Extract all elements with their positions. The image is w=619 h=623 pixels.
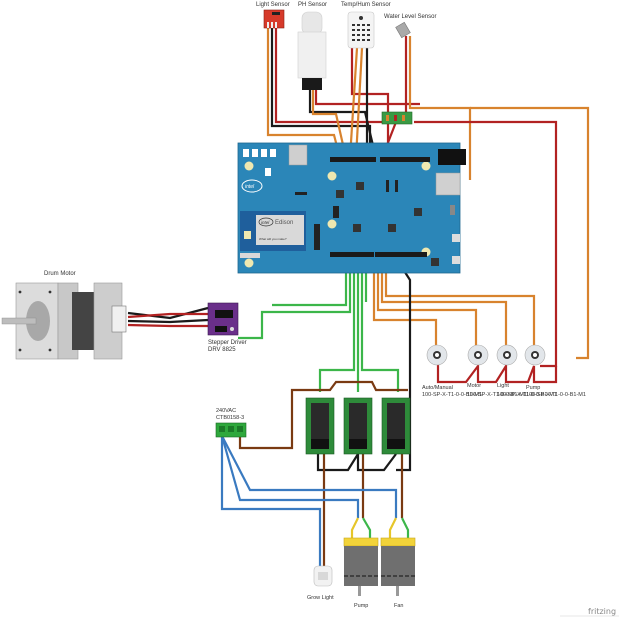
light-sensor-label: Light Sensor bbox=[256, 2, 290, 8]
drum-motor: Drum Motor bbox=[1, 271, 127, 360]
switch-part-auto-manual: 100-SP-X-T1-0-0-B1-M1 bbox=[422, 392, 482, 398]
wire-red-long bbox=[414, 120, 558, 368]
intel-edison-board: intel intel Edison What will you make? bbox=[237, 142, 466, 274]
wire-ph-red bbox=[314, 88, 420, 106]
switch-label-light: Light bbox=[497, 383, 509, 389]
wire-fan-green bbox=[401, 517, 410, 538]
wire-blue-pump bbox=[220, 435, 360, 518]
terminal-block-label-2: CTB0158-3 bbox=[216, 415, 244, 421]
switch-part-motor: 100-SP-X-T1-0-0-B1-M1 bbox=[467, 392, 527, 398]
wire-blue-growlight bbox=[220, 436, 322, 566]
module-brand-logo: intel bbox=[261, 220, 270, 225]
switch-part-pump: 100-SP-X-T1-0-0-B1-M1 bbox=[526, 392, 586, 398]
wire-fan-yellow bbox=[388, 517, 397, 538]
fan-motor: Fan bbox=[380, 537, 416, 609]
fritzing-watermark: fritzing bbox=[588, 607, 616, 616]
drum-motor-label: Drum Motor bbox=[44, 271, 76, 277]
switch-motor[interactable] bbox=[467, 344, 489, 366]
switch-pump[interactable] bbox=[524, 344, 546, 366]
stepper-driver: Stepper Driver DRV 8825 bbox=[207, 302, 247, 353]
relays bbox=[305, 397, 411, 455]
wire-ph-orange bbox=[311, 88, 348, 159]
switch-label-auto-manual: Auto/Manual bbox=[422, 385, 453, 391]
pump-label: Pump bbox=[354, 603, 368, 609]
terminal-block: 240VAC CTB0158-3 bbox=[215, 408, 247, 438]
board-brand-logo: intel bbox=[245, 184, 255, 190]
grow-light: Grow Light bbox=[307, 565, 334, 601]
wire-pump-green bbox=[362, 517, 372, 538]
wire-th-orange1 bbox=[348, 47, 359, 159]
wire-green-3 bbox=[318, 252, 356, 392]
wire-light-sensor-gnd bbox=[270, 28, 372, 158]
wire-orange-long bbox=[470, 106, 590, 360]
ph-sensor-label: PH Sensor bbox=[298, 2, 327, 8]
wire-brown-common bbox=[238, 380, 408, 450]
grow-light-label: Grow Light bbox=[307, 595, 334, 601]
wire-th-red bbox=[350, 48, 390, 158]
switch-label-motor: Motor bbox=[467, 383, 481, 389]
relay-2 bbox=[343, 397, 373, 455]
wire-green-2 bbox=[238, 252, 352, 340]
switch-part-light: 100-SP-X-T1-0-0-B1-M1 bbox=[497, 392, 557, 398]
light-sensor: Light Sensor bbox=[256, 2, 290, 29]
pump-motor: Pump bbox=[343, 537, 379, 609]
wires bbox=[127, 28, 590, 566]
wire-orange-sw3 bbox=[380, 252, 508, 346]
switch-light[interactable] bbox=[496, 344, 518, 366]
wire-orange-sw4 bbox=[384, 252, 536, 346]
wire-orange-sw1 bbox=[372, 252, 438, 346]
temp-hum-sensor: Temp/Hum Sensor bbox=[341, 2, 391, 49]
wire-stepper-3 bbox=[127, 318, 209, 324]
switch-label-pump: Pump bbox=[526, 385, 540, 391]
water-level-sensor: Water Level Sensor bbox=[384, 14, 436, 39]
temp-hum-sensor-label: Temp/Hum Sensor bbox=[341, 2, 391, 8]
relay-1 bbox=[305, 397, 335, 455]
wire-stepper-4 bbox=[127, 323, 208, 328]
wire-stepper-2 bbox=[127, 312, 208, 319]
switch-auto-manual[interactable] bbox=[426, 344, 448, 366]
fan-label: Fan bbox=[394, 603, 403, 609]
wire-pump-yellow bbox=[350, 517, 359, 538]
wire-green-5 bbox=[360, 252, 400, 392]
water-level-sensor-label: Water Level Sensor bbox=[384, 14, 436, 20]
wire-relay-black-chain bbox=[316, 450, 397, 472]
module-tagline: What will you make? bbox=[259, 237, 287, 241]
wire-ph-black bbox=[308, 88, 378, 159]
terminal-block-label-1: 240VAC bbox=[216, 408, 236, 414]
stepper-driver-label-2: DRV 8825 bbox=[208, 347, 236, 353]
module-name: Edison bbox=[275, 220, 293, 226]
wire-th-orange2 bbox=[354, 47, 364, 159]
wire-light-sensor-vcc bbox=[274, 28, 402, 124]
resistor-strip bbox=[381, 111, 413, 125]
wire-blue-fan bbox=[221, 435, 398, 518]
wire-switch-red-chain bbox=[436, 362, 558, 384]
ph-sensor: PH Sensor bbox=[297, 2, 327, 90]
stepper-driver-label-1: Stepper Driver bbox=[208, 340, 247, 346]
relay-3 bbox=[381, 397, 411, 455]
wire-water-orange bbox=[408, 36, 472, 180]
wire-orange-sw2 bbox=[376, 252, 478, 346]
wire-stepper-1 bbox=[127, 306, 209, 320]
switches: Auto/Manual 100-SP-X-T1-0-0-B1-M1 Motor … bbox=[422, 344, 586, 398]
